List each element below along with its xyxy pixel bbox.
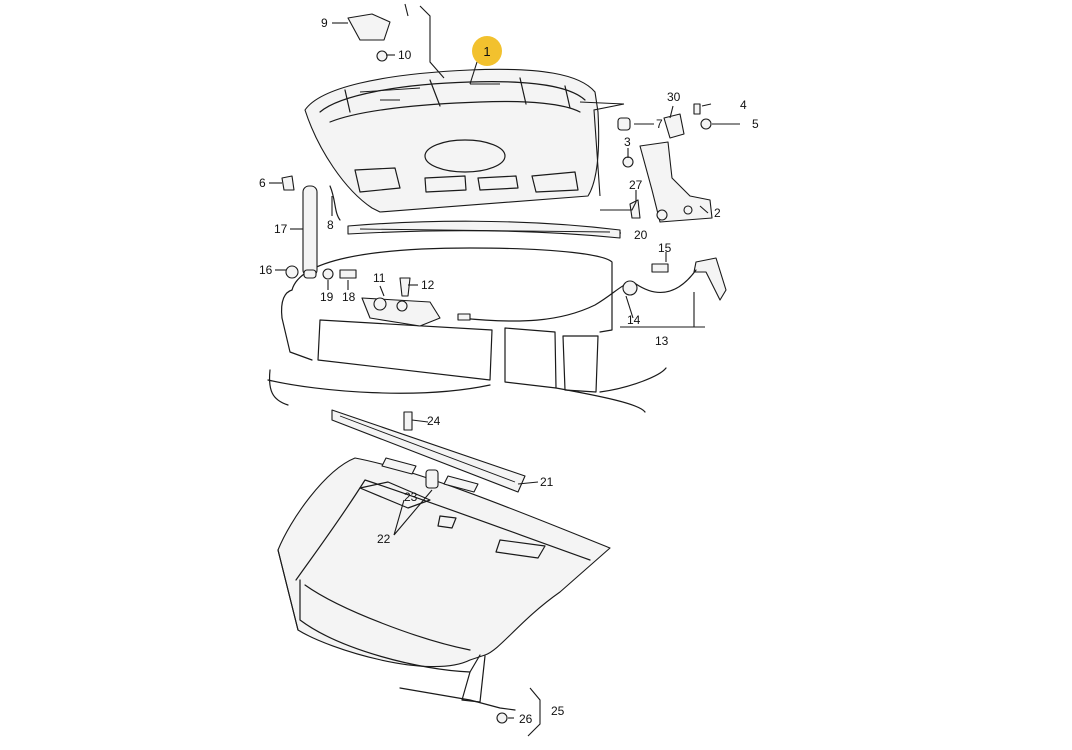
engine-hood[interactable] <box>277 457 611 703</box>
callout-16: 16 <box>259 263 273 277</box>
callout-9: 9 <box>321 16 328 30</box>
callout-14: 14 <box>627 313 641 327</box>
callout-11: 11 <box>373 271 386 285</box>
callout-20: 20 <box>634 228 648 242</box>
lock-assembly[interactable] <box>361 297 441 327</box>
small-parts-upper <box>281 13 712 297</box>
callout-26: 26 <box>519 712 533 726</box>
callout-18: 18 <box>342 290 356 304</box>
gas-strut[interactable] <box>302 185 318 279</box>
callout-8: 8 <box>327 218 334 232</box>
callout-6: 6 <box>259 176 266 190</box>
callout-23: 23 <box>404 490 418 504</box>
callout-17: 17 <box>274 222 288 236</box>
callout-3: 3 <box>624 135 631 149</box>
callout-1-highlight <box>472 36 502 66</box>
callout-24: 24 <box>427 414 441 428</box>
hinge[interactable] <box>639 141 713 223</box>
callout-21: 21 <box>540 475 554 489</box>
trunk-lid[interactable] <box>304 68 600 213</box>
hood-small-parts <box>381 411 516 724</box>
callout-4: 4 <box>740 98 747 112</box>
rear-body-panel <box>267 247 667 413</box>
callout-10: 10 <box>398 48 412 62</box>
callout-12: 12 <box>421 278 435 292</box>
leader-lines <box>269 3 740 737</box>
callout-27: 27 <box>629 178 643 192</box>
grille-trim[interactable] <box>331 409 526 493</box>
callout-30: 30 <box>667 90 681 104</box>
callout-1: 1 <box>483 44 490 59</box>
callout-19: 19 <box>320 290 334 304</box>
callout-7: 7 <box>656 117 663 131</box>
seal-strip[interactable] <box>347 220 621 239</box>
release-cable[interactable] <box>457 257 727 322</box>
callout-13: 13 <box>655 334 669 348</box>
callout-2: 2 <box>714 206 721 220</box>
callout-5: 5 <box>752 117 759 131</box>
callouts: 1 2 3 4 5 6 7 8 9 10 11 12 13 14 15 16 1… <box>259 16 759 726</box>
callout-25: 25 <box>551 704 565 718</box>
callout-22: 22 <box>377 532 391 546</box>
callout-15: 15 <box>658 241 672 255</box>
